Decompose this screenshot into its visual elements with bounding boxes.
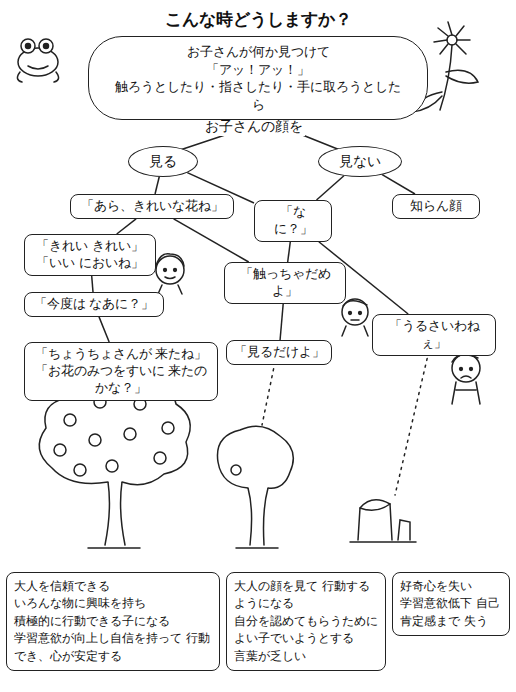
node-text: 「なに？」: [261, 204, 325, 238]
apple-tree: [39, 377, 190, 548]
node-text: 自分を認めてもらうために よい子でいようとする: [234, 613, 378, 648]
reply-box: 「なに？」: [254, 200, 332, 242]
node-text: 言葉が乏しい: [234, 648, 378, 665]
node-text: 見る: [139, 152, 187, 171]
reply-box: 「今度は なあに？」: [24, 292, 164, 317]
node-text: いろんな物に興味を持ち: [14, 595, 212, 612]
branch-label: お子さんの顔を: [203, 118, 305, 136]
frog-illustration: [17, 39, 58, 82]
reply-box: 「見るだけよ」: [226, 340, 332, 365]
branch-connector: [117, 219, 136, 234]
node-text: 積極的に行動できる子になる: [14, 613, 212, 630]
sad-child: [452, 354, 480, 404]
girl-face: [156, 254, 184, 294]
outcome-box: 大人を信頼できるいろんな物に興味を持ち積極的に行動できる子になる学習意欲が向上し…: [6, 572, 220, 671]
node-text: 大人を信頼できる: [14, 578, 212, 595]
node-text: 大人の顔を見て 行動するようになる: [234, 578, 378, 613]
node-text: 「お花のみつをすいに 来たのかな？」: [31, 363, 211, 397]
branch-connector: [280, 304, 283, 340]
node-text: 知らん顔: [399, 198, 473, 215]
reply-box: 「ちょうちょさんが 来たね」「お花のみつをすいに 来たのかな？」: [24, 342, 218, 401]
outcome-box: 大人の顔を見て 行動するようになる自分を認めてもらうために よい子でいようとする…: [226, 572, 386, 671]
node-text: 「うるさいわねぇ」: [379, 318, 489, 352]
node-text: 「今度は なあに？」: [31, 296, 157, 313]
node-text: 見ない: [329, 152, 391, 171]
node-text: 「触っちゃだめよ」: [231, 266, 339, 300]
cloud-bubble: お子さんが何か見つけて「アッ！アッ！」触ろうとしたり・指さしたり・手に取ろうとし…: [88, 36, 428, 120]
node-text: 「いい においね」: [31, 255, 149, 272]
outcome-box: 好奇心を失い学習意欲低下 自己肯定感まで 失う: [392, 572, 510, 636]
branch-connector: [92, 276, 93, 292]
reply-box: 「うるさいわねぇ」: [372, 314, 496, 356]
branch-line: [300, 134, 340, 150]
dotted-line: [395, 338, 432, 495]
node-text: 「あら、きれいな花ね」: [77, 198, 227, 215]
node-text: 「アッ！アッ！」: [109, 61, 407, 79]
node-text: 「ちょうちょさんが 来たね」: [31, 346, 211, 363]
branch-connector: [382, 175, 415, 194]
boy-face: [342, 299, 368, 336]
branch-connector: [288, 242, 291, 262]
choice-oval: 見ない: [318, 146, 402, 177]
branch-connector: [155, 177, 159, 194]
dotted-line: [262, 362, 275, 425]
node-text: 「見るだけよ」: [233, 344, 325, 361]
choice-oval: 見る: [128, 146, 198, 177]
reply-box: 「触っちゃだめよ」: [224, 262, 346, 304]
branch-connector: [317, 176, 344, 200]
node-text: 「きれい きれい」: [31, 238, 149, 255]
tree-stump: [350, 500, 416, 542]
node-text: 学習意欲低下 自己肯定感まで 失う: [400, 595, 502, 630]
reply-box: 知らん顔: [392, 194, 480, 219]
reply-box: 「あら、きれいな花ね」: [70, 194, 234, 219]
branch-line: [180, 134, 228, 150]
node-text: 触ろうとしたり・指さしたり・手に取ろうとしたら: [109, 78, 407, 113]
reply-box: 「きれい きれい」「いい においね」: [24, 234, 156, 276]
branch-connector: [174, 219, 249, 262]
small-tree: [217, 426, 293, 548]
node-text: 好奇心を失い: [400, 578, 502, 595]
page-title: こんな時どうしますか？: [0, 8, 516, 31]
branch-connector: [99, 317, 109, 342]
node-text: お子さんが何か見つけて: [109, 43, 407, 61]
node-text: 学習意欲が向上し自信を持って 行動でき、心が安定する: [14, 630, 212, 665]
